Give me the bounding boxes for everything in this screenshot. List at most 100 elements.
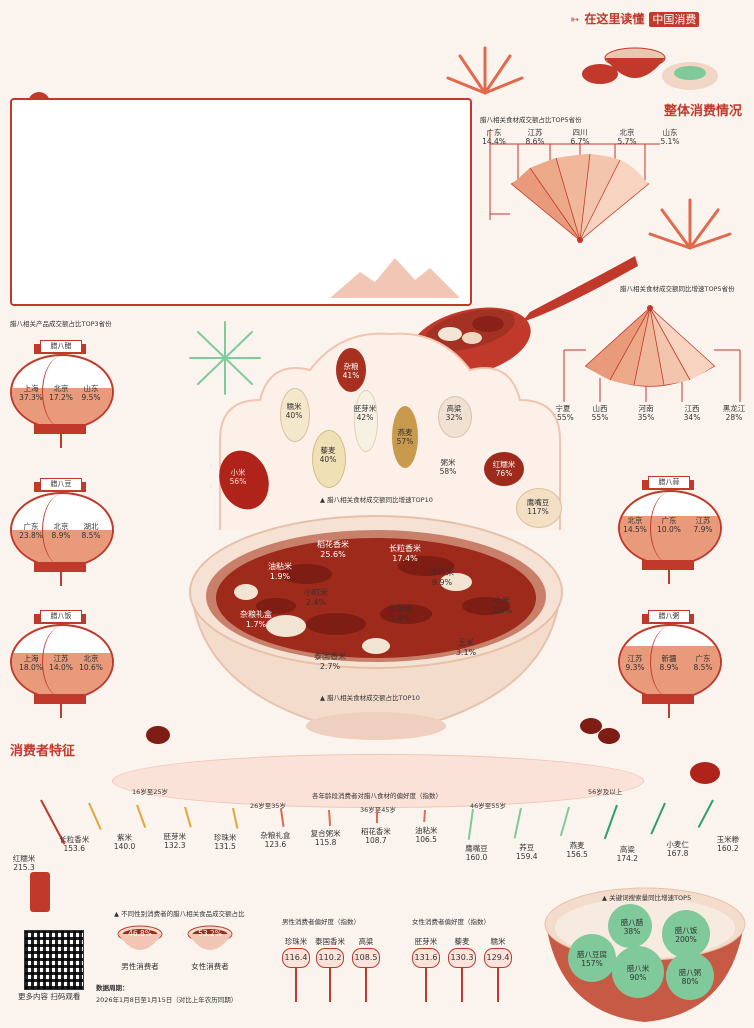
firework-icon: ➳ xyxy=(570,13,580,26)
age-item-name: 长粒香米 xyxy=(59,835,90,845)
lantern-cap-bottom xyxy=(34,694,86,704)
province-value: 35% xyxy=(637,413,655,422)
bean-name: 杂粮 xyxy=(343,362,359,371)
cell-name: 北京 xyxy=(53,384,69,393)
age-group: 56岁及以上 xyxy=(588,788,623,796)
pin-name: 胚芽米 xyxy=(414,937,438,946)
green-firework-illustration xyxy=(180,318,270,398)
bean-name: 小米 xyxy=(230,468,246,477)
keyword-value: 200% xyxy=(675,935,697,944)
province-name: 四川 xyxy=(572,128,588,137)
age-item-value: 106.5 xyxy=(415,835,437,845)
cloud-frame xyxy=(200,330,580,530)
firecracker-icon xyxy=(30,872,50,912)
age-item-name: 珍珠米 xyxy=(213,833,237,843)
cell-name: 广东 xyxy=(695,654,711,663)
age-item-value: 108.7 xyxy=(365,836,387,846)
age-item-value: 115.8 xyxy=(314,838,337,848)
age-item-name: 鹰嘴豆 xyxy=(465,844,488,854)
age-item-name: 燕麦 xyxy=(569,840,585,850)
lantern-rib xyxy=(650,626,691,698)
age-item-value: 123.6 xyxy=(264,840,287,850)
province-growth-chart xyxy=(560,294,750,414)
cell-value: 8.9% xyxy=(659,663,679,672)
age-bar xyxy=(513,807,522,839)
pin-value: 130.3 xyxy=(448,948,476,968)
firework-illustration xyxy=(440,38,530,98)
mountain-illustration xyxy=(330,250,460,298)
red-bean-icon xyxy=(146,726,170,744)
cell-name: 上海 xyxy=(23,384,39,393)
province-value: 5.7% xyxy=(617,137,637,146)
male-pref-title: 男性消费者偏好度（指数） xyxy=(282,918,360,926)
lantern-tassel xyxy=(60,702,62,718)
lantern-body xyxy=(10,354,114,430)
keywords-title: ▲ 关键词搜索量同比增速TOP5 xyxy=(602,894,692,902)
age-item-value: 140.0 xyxy=(113,841,136,851)
age-item-name: 高粱 xyxy=(619,844,635,854)
cell-value: 7.9% xyxy=(693,525,713,534)
keyword-name: 腊八饭 xyxy=(674,926,698,935)
cell-name: 广东 xyxy=(23,522,39,531)
lantern-rib xyxy=(650,492,691,564)
age-item-name: 稻花香米 xyxy=(360,827,391,837)
pin-stick xyxy=(295,968,297,1002)
cell-value: 8.5% xyxy=(693,663,713,672)
age-bar xyxy=(328,809,332,826)
male-share-value: 46.8% xyxy=(128,929,152,938)
small-bowl-illustration xyxy=(580,36,730,96)
male-label: 男性消费者 xyxy=(121,962,159,971)
share-value: 17.4% xyxy=(392,554,418,563)
grain-icon xyxy=(336,348,366,392)
bean-value: 57% xyxy=(396,437,414,446)
pin-stick xyxy=(461,968,463,1002)
header: ➳ 在这里读懂 中国消费 xyxy=(570,8,750,30)
qr-code[interactable] xyxy=(24,930,84,990)
sun-icon xyxy=(28,92,50,103)
cell-value: 10.0% xyxy=(657,525,681,534)
age-bar xyxy=(136,804,147,828)
pin-name: 藜麦 xyxy=(454,937,470,946)
red-bean-icon xyxy=(690,762,720,784)
red-bean-icon xyxy=(598,728,620,744)
age-item-name: 杂粮礼盒 xyxy=(260,831,291,841)
cell-name: 湖北 xyxy=(83,522,99,531)
age-item-value: 174.2 xyxy=(616,853,639,863)
province-name: 北京 xyxy=(619,128,635,137)
bean-value: 40% xyxy=(319,455,337,464)
share-value: 9.9% xyxy=(431,578,453,587)
age-item-value: 215.3 xyxy=(13,863,35,873)
lantern-cap-bottom xyxy=(34,424,86,434)
age-bar xyxy=(650,802,666,834)
bean-name: 鹰嘴豆 xyxy=(526,498,550,507)
share-name: 长粒香米 xyxy=(389,544,421,553)
keyword-value: 157% xyxy=(581,959,603,968)
cell-value: 14.0% xyxy=(49,663,73,672)
cell-name: 山东 xyxy=(83,384,99,393)
province-value: 8.6% xyxy=(525,137,545,146)
lantern-body xyxy=(618,490,722,566)
